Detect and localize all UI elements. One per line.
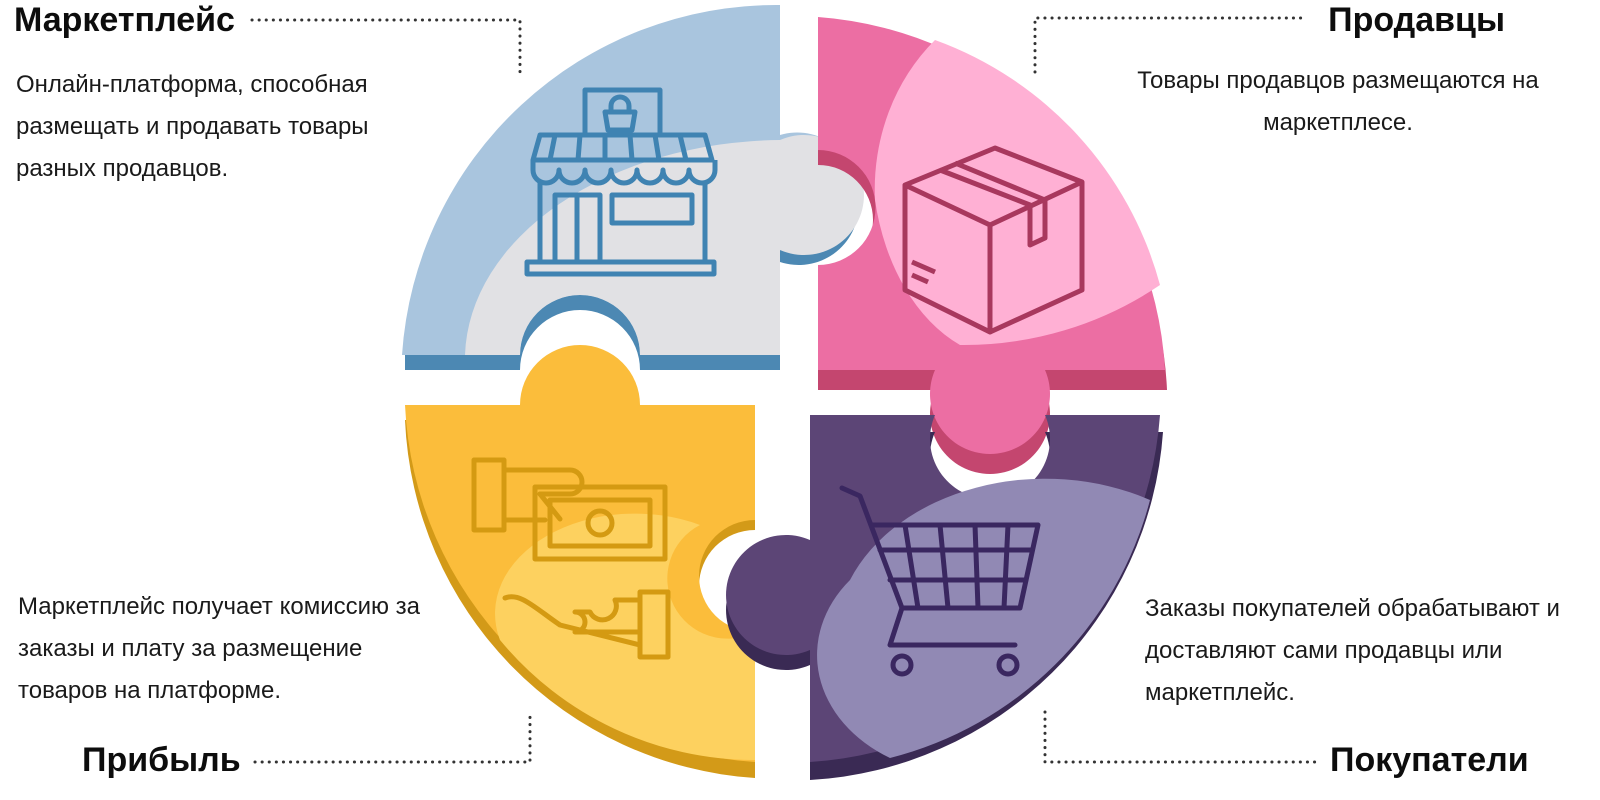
sellers-title: Продавцы: [1328, 1, 1505, 39]
piece-sellers: [818, 17, 1167, 474]
piece-buyers: [726, 415, 1163, 780]
leader-profit: [253, 710, 532, 764]
marketplace-description: Онлайн-платформа, способная размещать и …: [16, 71, 369, 182]
profit-description: Маркетплейс получает комиссию за заказы …: [18, 593, 421, 704]
storefront-icon: [524, 87, 718, 277]
piece-sellers-highlight: [874, 40, 1160, 346]
leader-sellers: [1033, 16, 1307, 74]
leader-buyers: [1043, 710, 1317, 764]
piece-marketplace: [402, 4, 864, 370]
profit-title: Прибыль: [82, 741, 241, 779]
buyers-title: Покупатели: [1330, 741, 1529, 779]
piece-profit-highlight: [495, 513, 755, 761]
sellers-description: Товары продавцов размещаются на маркетпл…: [1137, 67, 1539, 136]
piece-marketplace-highlight: [465, 135, 864, 355]
marketplace-title: Маркетплейс: [14, 1, 235, 39]
buyers-description: Заказы покупателей обрабатывают и достав…: [1145, 595, 1560, 706]
piece-profit: [405, 345, 755, 778]
money-handover-icon: [471, 457, 671, 660]
shopping-cart-icon: [839, 485, 1041, 677]
box-icon: [902, 145, 1085, 335]
